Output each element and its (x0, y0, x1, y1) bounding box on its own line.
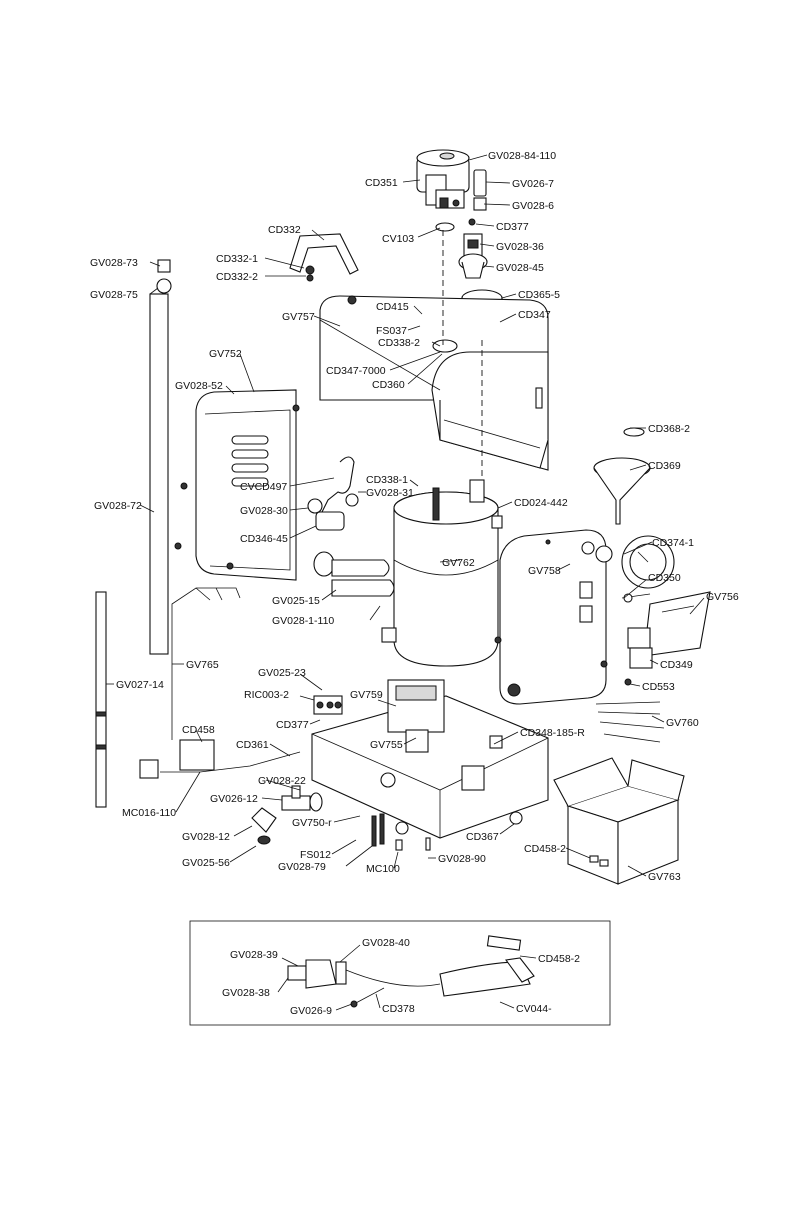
label-fs012: FS012 (300, 849, 331, 861)
label-gv760: GV760 (666, 717, 699, 729)
label-cd349: CD349 (660, 659, 693, 671)
leader-lines (106, 154, 705, 1011)
label-cd377-top: CD377 (496, 221, 529, 233)
label-gv756: GV756 (706, 591, 739, 603)
long-tube (149, 259, 172, 655)
label-gv765: GV765 (186, 659, 219, 671)
label-gv763: GV763 (648, 871, 681, 883)
label-mc100: MC100 (366, 863, 400, 875)
label-gv028-79: GV028-79 (278, 861, 326, 873)
label-gv028-12: GV028-12 (182, 831, 230, 843)
label-gv027-14: GV027-14 (116, 679, 164, 691)
label-gv759: GV759 (350, 689, 383, 701)
label-cd367: CD367 (466, 831, 499, 843)
label-cd348-185-r: CD348-185-R (520, 727, 585, 739)
hook-rod (171, 587, 241, 740)
boiler-tank (381, 479, 503, 667)
manual-booklet (643, 591, 711, 657)
label-cd378: CD378 (382, 1003, 415, 1015)
label-cd553: CD553 (642, 681, 675, 693)
label-gv750-r: GV750-r (292, 817, 332, 829)
part-labels: GV028-84-110 CD351 GV026-7 GV028-6 CD377… (90, 150, 739, 1017)
steam-iron-hose (287, 935, 535, 1008)
label-cv103: CV103 (382, 233, 414, 245)
label-gv028-45: GV028-45 (496, 262, 544, 274)
inset-frame (189, 920, 611, 1026)
label-gv025-23: GV025-23 (258, 667, 306, 679)
left-side-panel (174, 389, 300, 581)
label-gv025-56: GV025-56 (182, 857, 230, 869)
label-gv028-90: GV028-90 (438, 853, 486, 865)
label-gv758: GV758 (528, 565, 561, 577)
label-cd458: CD458 (182, 724, 215, 736)
base-chassis (311, 695, 549, 839)
label-cd332-1: CD332-1 (216, 253, 258, 265)
label-gv028-84-110: GV028-84-110 (488, 150, 556, 162)
label-cd365-5: CD365-5 (518, 289, 560, 301)
label-cd368-2: CD368-2 (648, 423, 690, 435)
label-cv044: CV044- (516, 1003, 552, 1015)
label-gv028-40: GV028-40 (362, 937, 410, 949)
label-gv755: GV755 (370, 739, 403, 751)
label-cd415: CD415 (376, 301, 409, 313)
label-cd377-bottom: CD377 (276, 719, 309, 731)
funnel (593, 427, 651, 525)
label-gv028-6: GV028-6 (512, 200, 554, 212)
label-gv752: GV752 (209, 348, 242, 360)
label-gv028-52: GV028-52 (175, 380, 223, 392)
label-cd338-1: CD338-1 (366, 474, 408, 486)
label-gv028-39: GV028-39 (230, 949, 278, 961)
label-cd360: CD360 (372, 379, 405, 391)
label-cd369: CD369 (648, 460, 681, 472)
sticker (179, 739, 215, 771)
label-gv026-12: GV026-12 (210, 793, 258, 805)
right-side-panel (494, 529, 608, 705)
label-gv026-7: GV026-7 (512, 178, 554, 190)
label-gv757: GV757 (282, 311, 315, 323)
label-cd024-442: CD024-442 (514, 497, 568, 509)
contactor (387, 679, 445, 753)
label-gv028-73: GV028-73 (90, 257, 138, 269)
label-gv028-30: GV028-30 (240, 505, 288, 517)
label-cd347-7000: CD347-7000 (326, 365, 386, 377)
label-cd332: CD332 (268, 224, 301, 236)
label-gv028-22: GV028-22 (258, 775, 306, 787)
label-gv028-36: GV028-36 (496, 241, 544, 253)
label-gv025-15: GV025-15 (272, 595, 320, 607)
label-cvcd497: CVCD497 (240, 481, 287, 493)
label-gv028-38: GV028-38 (222, 987, 270, 999)
label-cd374-1: CD374-1 (652, 537, 694, 549)
label-fs037: FS037 (376, 325, 407, 337)
shipping-box (553, 757, 685, 885)
label-gv028-72: GV028-72 (94, 500, 142, 512)
level-stick (95, 591, 107, 808)
label-cd350: CD350 (648, 572, 681, 584)
label-cd332-2: CD332-2 (216, 271, 258, 283)
label-gv028-75: GV028-75 (90, 289, 138, 301)
label-gv028-1-110: GV028-1-110 (272, 615, 334, 627)
label-gv028-31: GV028-31 (366, 487, 414, 499)
handle-part (289, 233, 359, 282)
label-mc016-110: MC016-110 (122, 807, 176, 819)
label-cd351: CD351 (365, 177, 398, 189)
label-cd338-2: CD338-2 (378, 337, 420, 349)
label-gv026-9: GV026-9 (290, 1005, 332, 1017)
label-cd346-45: CD346-45 (240, 533, 288, 545)
label-cd458-2: CD458-2 (524, 843, 566, 855)
heating-element (313, 551, 395, 597)
label-cd347: CD347 (518, 309, 551, 321)
label-cd361: CD361 (236, 739, 269, 751)
top-cover-body (319, 295, 549, 471)
solenoid-valve-assembly (416, 149, 503, 337)
label-ric003-2: RIC003-2 (244, 689, 289, 701)
label-cd458-2-inset: CD458-2 (538, 953, 580, 965)
label-gv762: GV762 (442, 557, 475, 569)
